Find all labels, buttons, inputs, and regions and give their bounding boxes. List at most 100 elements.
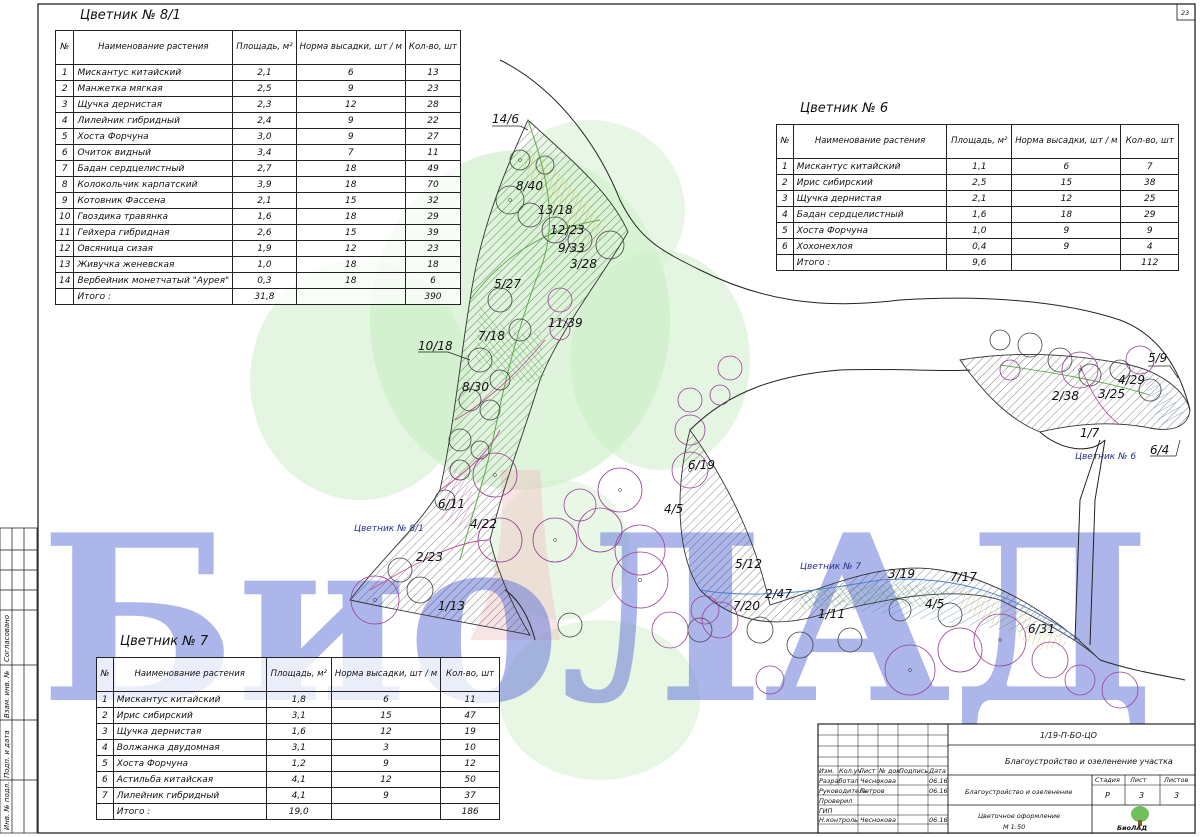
table-cell: 18 [295, 160, 406, 177]
table-cell: 3 [96, 723, 114, 740]
total-cell [96, 803, 114, 820]
side-stamp-label: Инв. № подл. [3, 782, 11, 830]
table-cell: 0,4 [946, 238, 1013, 255]
title-block-text: Изм. Кол.уч Лист № док. Подпись Дата Раз… [819, 731, 1188, 832]
total-cell: 112 [1120, 254, 1179, 271]
table-cell: Астильба китайская [112, 771, 267, 788]
table-cell: Манжетка мягкая [73, 80, 234, 97]
table-cell: 9 [295, 80, 406, 97]
table-cell: 1,0 [946, 222, 1013, 239]
table-cell: Вербейник монетчатый "Аурея" [73, 272, 234, 289]
tb-date: 06.16 [929, 777, 948, 785]
table-cell: 2 [96, 707, 114, 724]
column-header: № [54, 30, 75, 65]
plan-label: 6/31 [1028, 622, 1055, 636]
tb-role: Руководитель [819, 787, 867, 795]
table-cell: 47 [440, 707, 500, 724]
plan-label: 4/29 [1118, 373, 1145, 387]
table-cell: 7 [54, 160, 75, 177]
column-header: Площадь, м² [265, 657, 332, 692]
table-cell: Мискантус китайский [73, 64, 234, 81]
logo-icon [1131, 806, 1149, 826]
plan-label: 6/11 [438, 497, 465, 511]
table-cell: 7 [295, 144, 406, 161]
table-cell: 11 [440, 691, 500, 708]
table-cell: 1,6 [232, 208, 297, 225]
table-cell: 1,8 [265, 691, 332, 708]
table-cell: 6 [776, 238, 794, 255]
table-cell: 6 [96, 771, 114, 788]
side-stamp [0, 527, 38, 834]
table-cell: Лилейник гибридный [73, 112, 234, 129]
table-cell: Гейхера гибридная [73, 224, 234, 241]
plan-label: 3/19 [888, 567, 915, 581]
table-cell: 10 [440, 739, 500, 756]
table-cell: Хоста Форчуна [73, 128, 234, 145]
total-cell: 19,0 [265, 803, 332, 820]
table-cell: 11 [54, 224, 75, 241]
plan-label: 3/28 [570, 257, 597, 271]
table-cell: 12 [330, 723, 442, 740]
plan-label: 1/7 [1080, 426, 1100, 440]
table-cell: 14 [54, 272, 75, 289]
table-cell: Хоста Форчуна [112, 755, 267, 772]
table-cell: 12 [295, 96, 406, 113]
tb-stage-value: 3 [1139, 791, 1144, 800]
table-cell: Мискантус китайский [792, 158, 948, 175]
total-cell: 390 [404, 288, 462, 305]
table-cell: 5 [96, 755, 114, 772]
table-cell: 1 [96, 691, 114, 708]
table-cell: 4,1 [265, 787, 332, 804]
table-cell: Лилейник гибридный [112, 787, 267, 804]
table-cell: 18 [295, 272, 406, 289]
table-cell: 18 [295, 208, 406, 225]
table-cell: 2,7 [232, 160, 297, 177]
table-cell: 49 [404, 160, 462, 177]
plan-label: 5/9 [1148, 351, 1167, 365]
table-cell: 13 [54, 256, 75, 273]
side-stamp-label: Подп. и дата [3, 730, 11, 778]
table-8-1-title: Цветник № 8/1 [80, 8, 181, 23]
plan-label: 6/19 [688, 458, 715, 472]
column-header: Кол-во, шт [404, 30, 462, 65]
table-cell: 4 [1120, 238, 1179, 255]
total-cell [54, 288, 75, 305]
total-cell: 186 [440, 803, 500, 820]
plan-label: 7/18 [478, 329, 505, 343]
column-header: Наименование растения [792, 124, 948, 159]
tb-role: Н.контроль [819, 816, 858, 824]
table-cell: 23 [404, 80, 462, 97]
tb-stage-header: Лист [1129, 776, 1147, 784]
logo-text: БиоЛАД [1117, 824, 1147, 832]
table-cell: Щучка дернистая [112, 723, 267, 740]
table-cell: 6 [404, 272, 462, 289]
bed-label-8-1: Цветник № 8/1 [354, 524, 424, 534]
tb-col-header: Кол.уч [839, 767, 862, 775]
tb-col-header: Дата [928, 767, 946, 775]
plan-label: 1/11 [818, 607, 845, 621]
column-header: Норма высадки, шт / м [295, 30, 406, 65]
table-cell: Волжанка двудомная [112, 739, 267, 756]
table-cell: 1,2 [265, 755, 332, 772]
table-cell: Живучка женевская [73, 256, 234, 273]
table-cell: 9 [295, 128, 406, 145]
column-header: Наименование растения [112, 657, 267, 692]
plan-label: 2/47 [765, 587, 792, 601]
table-cell: 2,3 [232, 96, 297, 113]
table-cell: 5 [54, 128, 75, 145]
column-header: Площадь, м² [232, 30, 297, 65]
